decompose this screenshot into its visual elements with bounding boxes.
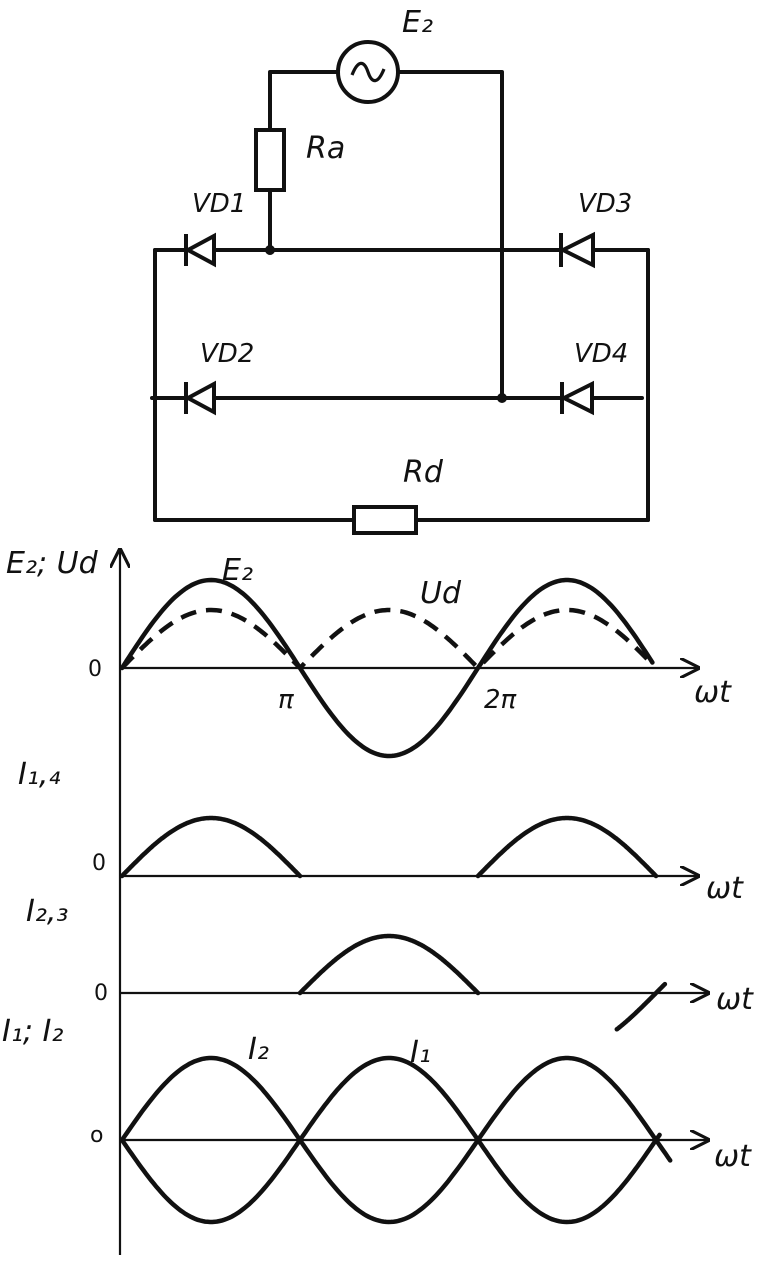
plot2-x-label: ωt: [706, 871, 744, 906]
diode-vd2: [183, 380, 216, 416]
resistor-ra: [254, 128, 286, 192]
ac-source: [336, 40, 400, 104]
ud-curve: [120, 607, 655, 671]
wire-top-right: [396, 70, 504, 400]
bridge-circuit: E₂ Ra Rd: [150, 5, 650, 535]
i23-curve: [297, 933, 668, 1032]
diode-vd1: [183, 232, 216, 268]
plot2-y-label: I₁,₄: [18, 757, 60, 792]
ra-label: Ra: [306, 131, 345, 166]
junction-middle: [497, 393, 507, 403]
rd-label: Rd: [403, 455, 444, 490]
vd1-label: VD1: [192, 189, 246, 219]
vd4-label: VD4: [574, 339, 628, 369]
i1-curve-label: I₁: [410, 1035, 431, 1070]
i1-curve: [119, 1055, 662, 1225]
i2-curve-label: I₂: [248, 1032, 269, 1067]
plot4-y-label: I₁; I₂: [2, 1014, 63, 1049]
vd2-label: VD2: [200, 339, 254, 369]
plot3-zero: 0: [94, 981, 108, 1006]
plot1-y-label: E₂; Ud: [6, 546, 99, 581]
vd3-label: VD3: [578, 189, 632, 219]
e2-curve: [119, 577, 655, 759]
plot1-x-label: ωt: [694, 675, 732, 710]
diode-vd4: [559, 380, 594, 416]
source-label: E₂: [402, 5, 433, 40]
plot3-y-label: I₂,₃: [26, 894, 68, 929]
plot2-zero: 0: [92, 851, 106, 876]
diode-vd3: [558, 231, 595, 269]
plot-current-1-4: I₁,₄ 0 ωt: [18, 757, 744, 906]
plot-current-2-3: I₂,₃ 0 ωt: [26, 894, 754, 1032]
sine-icon: [350, 61, 386, 83]
plot1-zero: 0: [88, 657, 102, 682]
junction-top: [265, 245, 275, 255]
i14-curve: [119, 815, 659, 879]
e2-curve-label: E₂: [222, 553, 253, 588]
plot4-zero: o: [90, 1123, 103, 1148]
ud-curve-label: Ud: [420, 576, 462, 611]
i2-curve: [119, 1055, 673, 1225]
wire-top-left: [268, 70, 340, 132]
plot4-x-label: ωt: [714, 1139, 752, 1174]
resistor-rd: [352, 505, 418, 535]
tick-pi: π: [278, 685, 294, 715]
tick-2pi: 2π: [484, 685, 517, 715]
plot-currents-1-2: I₁; I₂ o I₂ I₁ ωt: [2, 1014, 752, 1225]
plot-voltage: E₂; Ud 0 E₂ Ud π 2π ωt: [6, 546, 732, 759]
plot3-x-label: ωt: [716, 982, 754, 1017]
